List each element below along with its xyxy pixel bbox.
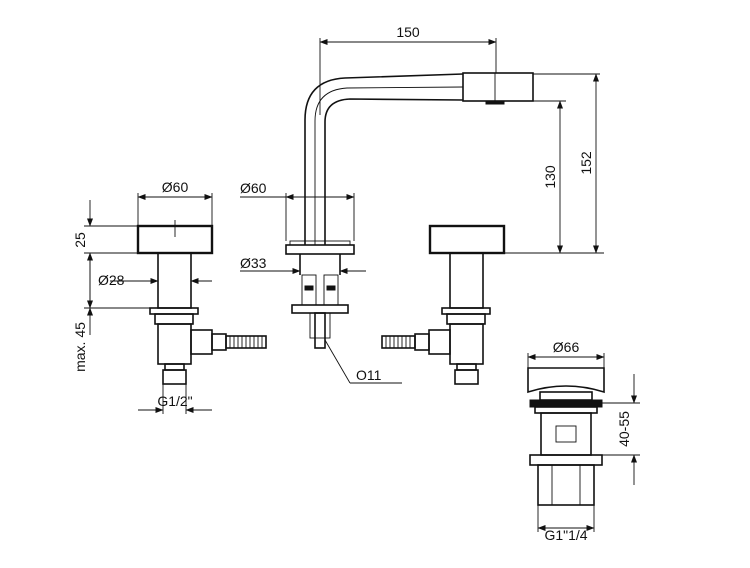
right-valve	[381, 224, 506, 385]
dim-waste-range: 40-55	[616, 411, 632, 447]
waste-drain	[527, 367, 605, 506]
dimension-lines	[84, 38, 640, 532]
dim-waste-thread: G1"1/4	[544, 527, 587, 543]
dim-spout-height-total: 152	[578, 151, 594, 175]
dimension-labels: 150 130 152 Ø60 25 Ø28 max. 45 G1/2" Ø60…	[72, 24, 632, 543]
dim-handle-height: 25	[72, 232, 88, 248]
dim-waste-diameter: Ø66	[553, 339, 580, 355]
dim-handle-diameter: Ø60	[162, 179, 189, 195]
left-valve	[136, 220, 267, 385]
dim-shank-diameter: Ø28	[98, 272, 125, 288]
dim-max-height: max. 45	[72, 322, 88, 372]
dim-spout-base-diameter: Ø60	[240, 180, 267, 196]
dim-inlet-thread: G1/2"	[157, 393, 192, 409]
dim-hex-size: O11	[356, 367, 382, 383]
dim-spout-height-inner: 130	[542, 165, 558, 189]
dim-spout-reach: 150	[396, 24, 420, 40]
dim-spout-shank-diameter: Ø33	[240, 255, 267, 271]
spout	[285, 72, 534, 349]
